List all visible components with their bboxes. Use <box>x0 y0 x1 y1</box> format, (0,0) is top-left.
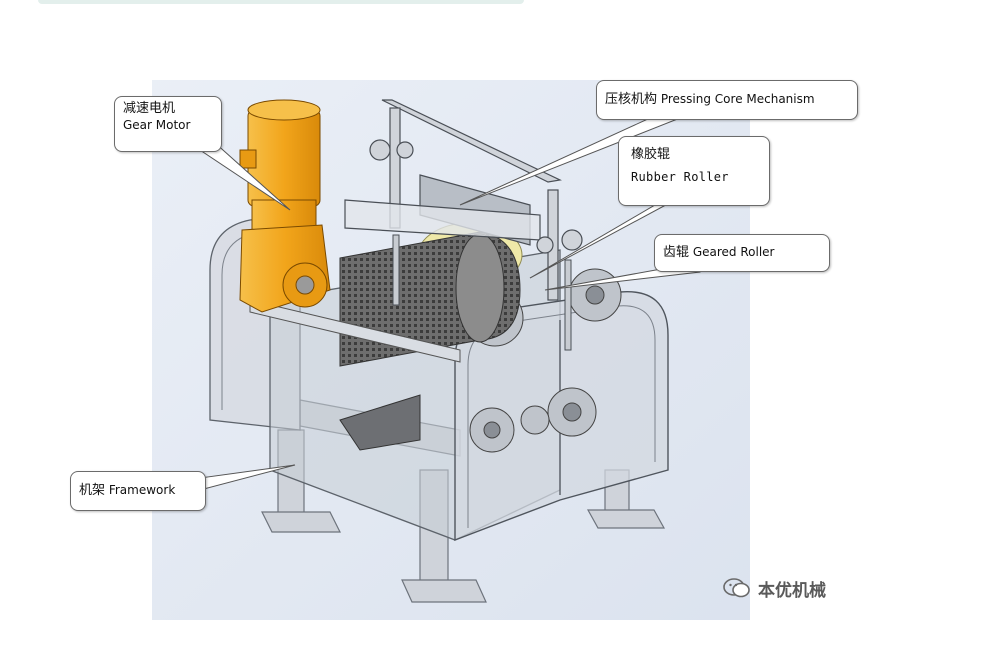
callout-geared-roller-en: Geared Roller <box>692 245 775 259</box>
gear-motor-shape <box>239 99 331 313</box>
callout-framework-en: Framework <box>108 483 176 497</box>
top-decor-bar <box>38 0 524 4</box>
callout-gear-motor-zh: 减速电机 <box>123 101 176 116</box>
main-shaft <box>249 299 461 363</box>
callout-rubber-roller-en: Rubber Roller <box>631 170 729 184</box>
wechat-logo-icon <box>723 578 750 598</box>
callout-gear-motor: 减速电机 Gear Motor <box>114 96 222 152</box>
discharge-chute <box>339 394 421 451</box>
callout-pressing-core-zh: 压核机构 <box>605 92 658 107</box>
callout-pressing-core: 压核机构 Pressing Core Mechanism <box>596 80 858 120</box>
callout-framework: 机架 Framework <box>70 471 206 511</box>
watermark-text: 本优机械 <box>758 580 826 601</box>
callout-geared-roller: 齿辊 Geared Roller <box>654 234 830 272</box>
callout-framework-zh: 机架 <box>79 483 106 498</box>
watermark: 本优机械 <box>722 576 826 601</box>
callout-rubber-roller: 橡胶辊 Rubber Roller <box>618 136 770 206</box>
callout-pressing-core-en: Pressing Core Mechanism <box>660 92 815 106</box>
callout-gear-motor-en: Gear Motor <box>123 118 191 132</box>
callout-rubber-roller-zh: 橡胶辊 <box>631 147 671 162</box>
callout-geared-roller-zh: 齿辊 <box>663 245 690 260</box>
pressing-core-frame <box>344 99 583 301</box>
